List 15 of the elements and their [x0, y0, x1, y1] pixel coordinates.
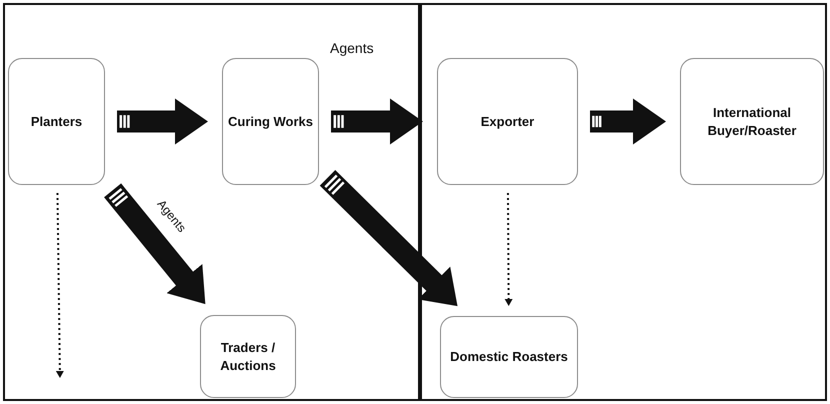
panel	[420, 3, 827, 401]
node-text: Planters	[30, 112, 84, 130]
process-box	[8, 58, 105, 185]
node-text: Domestic Roasters	[449, 348, 569, 366]
process-box	[437, 58, 578, 185]
process-box	[222, 58, 319, 185]
node-text: Traders / Auctions	[219, 338, 277, 374]
node-text: International Buyer/Roaster	[706, 104, 798, 140]
node-text: Exporter	[480, 112, 536, 130]
panel	[3, 3, 420, 401]
node-text: Curing Works	[227, 112, 314, 130]
process-box	[680, 58, 824, 185]
note-label: Agents	[330, 40, 374, 56]
process-box	[200, 315, 296, 398]
process-box	[440, 316, 578, 398]
